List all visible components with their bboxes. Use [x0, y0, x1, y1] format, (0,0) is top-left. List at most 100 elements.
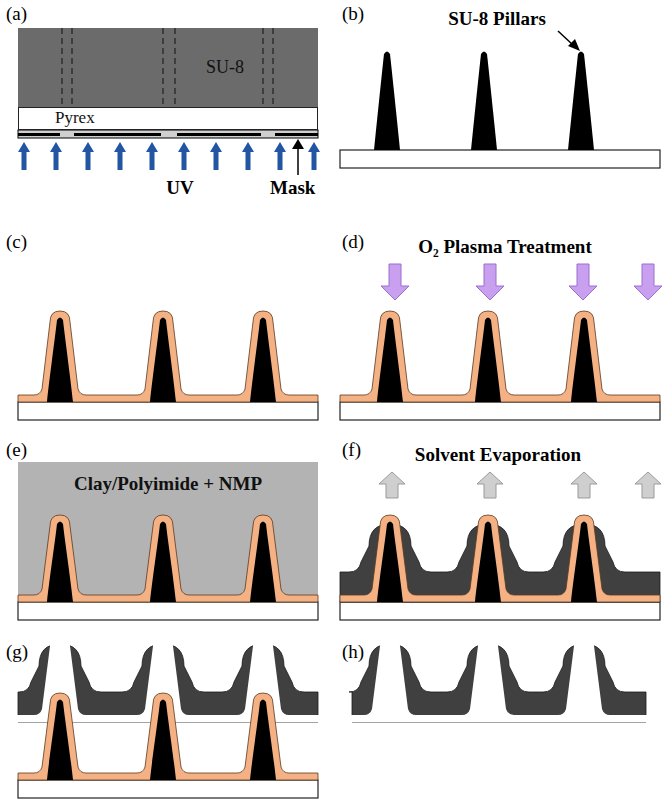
pyrex-substrate — [340, 602, 660, 620]
evaporation-arrow — [571, 472, 597, 498]
leader-arrowhead — [568, 39, 580, 51]
uv-arrow — [118, 152, 123, 170]
su8-pillar — [377, 318, 403, 403]
leader-line — [297, 148, 299, 175]
uv-arrowhead — [178, 142, 190, 152]
pyrex-substrate — [340, 402, 660, 420]
panel-letter: (b) — [342, 4, 364, 25]
panel-f — [340, 472, 661, 620]
panel-d — [340, 264, 662, 420]
solution-region: Clay/Polyimide + NMP — [18, 462, 318, 506]
su8-pillar — [250, 522, 276, 603]
uv-arrow — [312, 152, 317, 170]
panel-letter: (f) — [342, 440, 361, 461]
panel-h — [349, 635, 647, 722]
su8-pillar — [47, 700, 73, 781]
su8-pillar — [150, 522, 176, 603]
pyrex-substrate — [18, 402, 318, 420]
su8-pillar — [150, 700, 176, 781]
evaporation-arrow — [477, 472, 503, 498]
uv-arrowhead — [82, 142, 94, 152]
film-hollow — [351, 635, 647, 722]
pyrex-wafer: Pyrex — [18, 107, 318, 130]
uv-arrowhead — [274, 142, 286, 152]
su8-pillar — [250, 318, 276, 403]
plasma-arrow — [381, 264, 409, 300]
panel-b — [340, 31, 660, 168]
pyrex-substrate — [340, 150, 660, 168]
panel-letter: (e) — [6, 440, 27, 461]
evaporation-arrow — [379, 472, 405, 498]
su8-pillar — [47, 318, 73, 403]
panel-letter: (d) — [342, 232, 364, 253]
photomask — [18, 130, 318, 138]
uv-arrow — [150, 152, 155, 170]
uv-arrow — [86, 152, 91, 170]
su8-pillar — [150, 318, 176, 403]
uv-arrowhead — [114, 142, 126, 152]
uv-arrow — [54, 152, 59, 170]
mask-opaque-region — [18, 133, 60, 136]
uv-arrow — [214, 152, 219, 170]
conformal-coating — [18, 693, 318, 780]
mask-opaque-region — [177, 133, 261, 136]
leader-arrowhead — [292, 139, 304, 149]
pyrex-substrate — [18, 780, 318, 798]
clay-polyimide-solution — [18, 462, 318, 602]
mask-opaque-region — [74, 133, 161, 136]
plasma-arrow — [634, 264, 662, 300]
su8-pillar — [250, 700, 276, 781]
dashed-guide — [62, 28, 63, 107]
su8-pillar — [47, 522, 73, 603]
plasma-arrow — [476, 264, 504, 300]
dashed-guide — [263, 28, 264, 107]
conformal-coating — [340, 311, 660, 402]
step-label: Mask — [270, 178, 315, 199]
uv-arrowhead — [146, 142, 158, 152]
su8-pillar — [374, 52, 400, 151]
uv-arrow — [246, 152, 251, 170]
dashed-guide — [72, 28, 73, 107]
su8-pillar — [475, 522, 501, 603]
step-label: SU-8 Pillars — [448, 9, 546, 30]
mask-opaque-region — [275, 133, 318, 136]
node-label: SU-8 — [206, 58, 244, 78]
pyrex-substrate — [18, 602, 318, 620]
step-label: Solvent Evaporation — [415, 445, 581, 466]
plasma-arrow — [569, 264, 597, 300]
conformal-coating — [18, 311, 318, 402]
free-standing-film — [349, 635, 647, 722]
node-label: Pyrex — [55, 109, 95, 128]
uv-arrowhead — [50, 142, 62, 152]
uv-arrowhead — [242, 142, 254, 152]
dashed-guide — [273, 28, 274, 107]
dashed-guide — [175, 28, 176, 107]
uv-arrowhead — [18, 142, 30, 152]
su8-pillar — [571, 318, 597, 403]
uv-arrowhead — [210, 142, 222, 152]
uv-arrow — [182, 152, 187, 170]
conformal-coating — [18, 515, 318, 602]
panel-letter: (h) — [342, 642, 364, 663]
uv-arrowhead — [308, 142, 320, 152]
exposure-guides — [18, 28, 318, 107]
evaporation-arrow — [635, 472, 661, 498]
su8-pillar — [475, 318, 501, 403]
panel-letter: (a) — [6, 4, 27, 25]
uv-arrow — [22, 152, 27, 170]
step-label: UV — [166, 178, 193, 199]
panel-a — [18, 130, 320, 175]
panel-e — [18, 462, 318, 620]
panel-c — [18, 311, 318, 420]
conformal-coating — [340, 515, 660, 602]
su8-pillar — [377, 522, 403, 603]
su8-layer: SU-8 — [18, 28, 318, 107]
uv-arrow — [278, 152, 283, 170]
dashed-guide — [163, 28, 164, 107]
su8-pillar — [571, 522, 597, 603]
step-label: O₂ Plasma Treatment — [418, 237, 592, 258]
node-label: Clay/Polyimide + NMP — [74, 474, 262, 495]
